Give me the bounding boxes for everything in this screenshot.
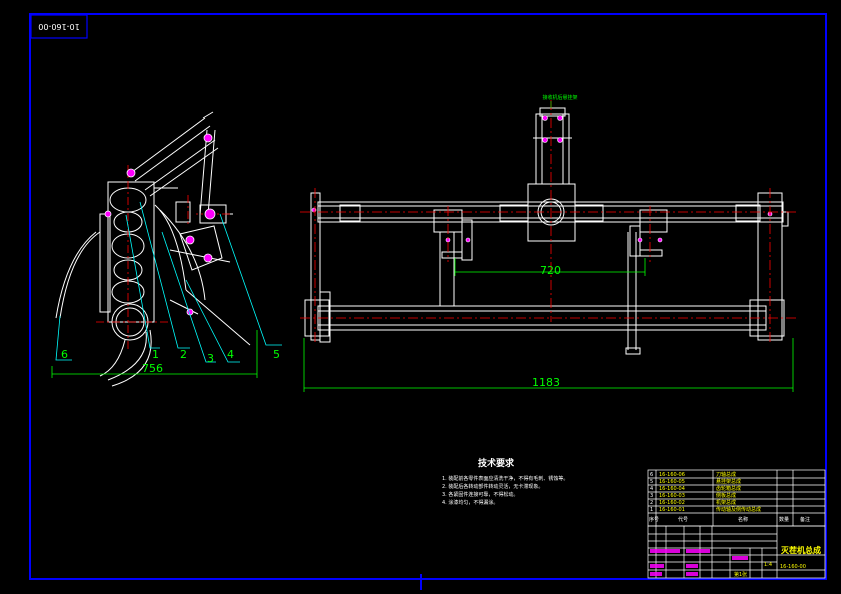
callout-leaders <box>55 201 282 363</box>
tech-req-item-4: 4. 涂漆均匀，不得漏涂。 <box>442 499 498 506</box>
dim-top-center <box>454 258 646 276</box>
tech-req-item-3: 3. 各紧固件连接可靠，不得松动。 <box>442 491 518 498</box>
callout-5: 5 <box>273 348 280 361</box>
dim-side-width <box>51 330 258 378</box>
side-view <box>55 111 251 387</box>
bom-row-name: 传动轴及侧传动总成 <box>716 506 761 513</box>
side-view-holes <box>104 133 216 316</box>
bom-header-qty: 数量 <box>779 516 789 523</box>
bom-row-no: 6 <box>650 472 653 478</box>
top-label: 接收机后悬挂架 <box>542 94 577 101</box>
bom-row-name: 悬挂架总成 <box>716 478 741 485</box>
title-block-drawing-code: 16-160-00 <box>780 564 806 570</box>
bom-row-code: 16-160-05 <box>659 479 685 485</box>
bom-header-no: 序号 <box>649 516 659 523</box>
bom-header-code: 代号 <box>678 516 688 523</box>
callout-4: 4 <box>227 348 234 361</box>
tech-req-item-2: 2. 装配后各转动部件转动灵活，无卡滞现象。 <box>442 483 543 490</box>
tech-req-item-1: 1. 装配前各零件表面应清洗干净，不得有毛刺、锈蚀等。 <box>442 475 568 482</box>
bom-rows: 6 16-160-06 刀轴总成 5 16-160-05 悬挂架总成 4 16-… <box>649 471 810 523</box>
drawing-code-box <box>30 14 88 39</box>
bom-row-code: 16-160-02 <box>659 500 685 506</box>
drawing-code-box-text: 10-160-00 <box>38 22 79 31</box>
bom-row-name: 机架总成 <box>716 499 736 506</box>
bom-row-code: 16-160-06 <box>659 472 685 478</box>
title-block-sheet: 第1张 <box>734 571 747 578</box>
bom-row-code: 16-160-03 <box>659 493 685 499</box>
bom-row-no: 3 <box>650 493 653 499</box>
callout-3: 3 <box>207 352 214 365</box>
bom-row-no: 1 <box>650 507 653 513</box>
bom-row-code: 16-160-04 <box>659 486 685 492</box>
bom-row-no: 2 <box>650 500 653 506</box>
callout-1: 1 <box>152 348 159 361</box>
title-block-scale: 1:4 <box>764 562 772 568</box>
top-view-holes <box>311 115 773 243</box>
tech-req-heading: 技术要求 <box>478 457 515 469</box>
callout-numbers: 1 2 3 4 5 6 <box>61 348 280 365</box>
top-view <box>304 107 789 355</box>
dim-top-center-text: 720 <box>540 264 561 277</box>
drawing-frame <box>29 13 827 580</box>
bom-header-name: 名称 <box>738 516 748 523</box>
callout-6: 6 <box>61 348 68 361</box>
title-block-fill <box>650 549 748 576</box>
dim-top-total-text: 1183 <box>532 376 560 389</box>
bom-row-name: 侧板总成 <box>716 492 736 499</box>
bom-row-name: 齿轮箱总成 <box>716 485 741 492</box>
dim-top-total <box>303 338 794 392</box>
bom-header-note: 备注 <box>800 516 810 523</box>
callout-2: 2 <box>180 348 187 361</box>
bom-row-name: 刀轴总成 <box>716 471 736 478</box>
bom-row-code: 16-160-01 <box>659 507 685 513</box>
title-block-title: 灭茬机总成 <box>780 545 821 555</box>
bom-row-no: 5 <box>650 479 653 485</box>
bom-row-no: 4 <box>650 486 653 492</box>
top-view-centerlines <box>300 100 798 345</box>
dim-side-width-text: 756 <box>142 362 163 375</box>
